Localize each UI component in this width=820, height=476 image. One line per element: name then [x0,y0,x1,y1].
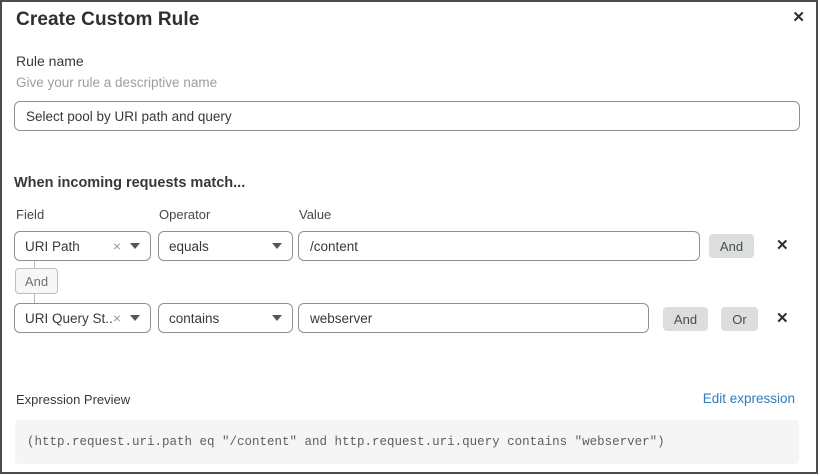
connector-line-top [34,261,35,268]
chevron-down-icon [130,315,140,321]
matcher-heading: When incoming requests match... [14,175,246,191]
close-icon[interactable]: ✕ [792,9,805,26]
rule-name-helper: Give your rule a descriptive name [16,75,218,90]
field-select-row2-value: URI Query St... [25,310,113,326]
operator-select-row1-value: equals [169,238,209,254]
operator-column-label: Operator [159,207,211,222]
field-select-row1[interactable]: URI Path × [14,231,151,261]
and-button-row2[interactable]: And [663,307,708,331]
chevron-down-icon [272,315,282,321]
field-select-row1-value: URI Path [25,238,80,254]
clear-icon[interactable]: × [112,310,121,326]
expression-preview-label: Expression Preview [16,392,131,407]
operator-select-row1[interactable]: equals [158,231,293,261]
connector-badge: And [15,268,58,294]
and-button-row1[interactable]: And [709,234,754,258]
field-column-label: Field [16,207,45,222]
clear-icon[interactable]: × [112,238,121,254]
rule-name-input[interactable] [14,101,800,131]
operator-select-row2-value: contains [169,310,220,326]
value-column-label: Value [299,207,332,222]
expression-code-block: (http.request.uri.path eq "/content" and… [15,420,799,464]
field-select-row2[interactable]: URI Query St... × [14,303,151,333]
operator-select-row2[interactable]: contains [158,303,293,333]
value-input-row1[interactable] [298,231,700,261]
expression-code: (http.request.uri.path eq "/content" and… [27,435,665,449]
chevron-down-icon [272,243,282,249]
rule-name-label: Rule name [16,53,84,69]
page-title: Create Custom Rule [16,9,200,30]
remove-row1-icon[interactable]: ✕ [776,237,789,254]
remove-row2-icon[interactable]: ✕ [776,310,789,327]
connector-line-bottom [34,294,35,303]
chevron-down-icon [130,243,140,249]
value-input-row2[interactable] [298,303,649,333]
edit-expression-link[interactable]: Edit expression [702,391,795,406]
or-button-row2[interactable]: Or [721,307,758,331]
